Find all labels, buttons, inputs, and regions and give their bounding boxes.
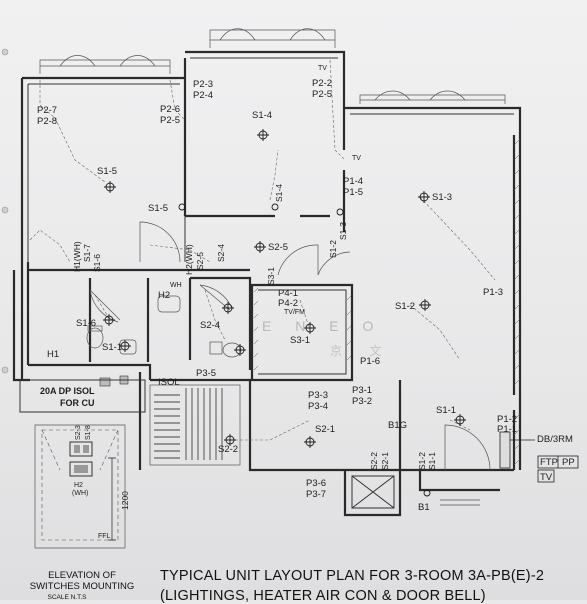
label-p1-2: P1-2 xyxy=(497,414,517,425)
label-s1-6b: S1-6 xyxy=(76,318,96,329)
label-20a-dp-isol: 20A DP ISOL xyxy=(40,386,95,396)
label-s1-1: S1-1 xyxy=(102,342,122,353)
windows xyxy=(39,28,506,104)
watermark-text: E N E O xyxy=(262,318,384,334)
label-p4-2: P4-2 xyxy=(278,298,298,309)
label-tvfm: TV/FM xyxy=(284,309,305,316)
label-b1: B1 xyxy=(418,502,430,513)
label-p2-2: P2-2 xyxy=(312,78,332,89)
elevation-caption-line1: ELEVATION OF xyxy=(48,570,116,581)
label-p3-1: P3-1 xyxy=(352,385,372,396)
label-p2-5: P2-5 xyxy=(160,115,180,126)
label-s2-4b: S2-4 xyxy=(200,320,220,331)
drawing-subtitle: (LIGHTINGS, HEATER AIR CON & DOOR BELL) xyxy=(160,588,486,604)
label-s2-5: S2-5 xyxy=(268,242,288,253)
label-s2-2b: S2-2 xyxy=(369,452,379,470)
label-pp: PP xyxy=(562,457,575,468)
label-p1-3: P1-3 xyxy=(483,287,503,298)
label-s1-7: S1-7 xyxy=(82,244,92,262)
label-s1-5b: S1-5 xyxy=(148,203,168,214)
label-p2-6: P2-6 xyxy=(160,104,180,115)
label-h2: H2 xyxy=(158,290,170,301)
label-p4-1: P4-1 xyxy=(278,288,298,299)
label-s2-5b: S2-5 xyxy=(195,252,205,270)
label-p2-3: P2-3 xyxy=(193,79,213,90)
drawing-title: TYPICAL UNIT LAYOUT PLAN FOR 3-ROOM 3A-P… xyxy=(160,568,545,584)
label-s3-1b: S3-1 xyxy=(290,335,310,346)
kitchen-counters xyxy=(19,375,241,466)
label-p1-5: P1-5 xyxy=(343,187,363,198)
label-p3-3: P3-3 xyxy=(308,390,328,401)
label-p2-8: P2-8 xyxy=(37,116,57,127)
label-p3-5: P3-5 xyxy=(196,368,216,379)
distribution-panels xyxy=(499,431,579,483)
elevation-labels: S2-3 S1-8 H2 (WH) 1200 FFL xyxy=(72,425,130,540)
label-tv-2: TV xyxy=(352,155,361,162)
label-elev-h2: H2 xyxy=(74,482,83,489)
label-db-3rm: DB/3RM xyxy=(537,434,573,445)
label-s1-2: S1-2 xyxy=(328,240,338,258)
label-ftp: FTP xyxy=(540,457,558,468)
light-points xyxy=(103,129,466,497)
label-p1-1: P1-1 xyxy=(497,424,517,435)
label-p3-6: P3-6 xyxy=(306,478,326,489)
label-s1-6: S1-6 xyxy=(92,254,102,272)
label-wh: WH xyxy=(170,282,182,289)
elevation-diagram xyxy=(34,424,126,549)
label-s1-2b: S1-2 xyxy=(395,301,415,312)
elevation-caption: ELEVATION OF SWITCHES MOUNTING xyxy=(12,570,152,592)
label-s1-4: S1-4 xyxy=(252,110,272,121)
label-s1-5: S1-5 xyxy=(97,166,117,177)
label-elev-s2-3: S2-3 xyxy=(75,425,82,440)
label-s2-1: S2-1 xyxy=(315,424,335,435)
label-elev-ffl: FFL xyxy=(98,533,111,540)
wall-hatching xyxy=(253,138,521,466)
label-p2-7: P2-7 xyxy=(37,105,57,116)
label-h2wh: H2(WH) xyxy=(184,244,194,275)
label-p2-4: P2-4 xyxy=(193,90,213,101)
label-tv-1: TV xyxy=(318,65,327,72)
label-p3-2: P3-2 xyxy=(352,396,372,407)
label-s1-1b: S1-1 xyxy=(436,405,456,416)
label-s3-1: S3-1 xyxy=(266,267,276,285)
sanitary-fixtures xyxy=(86,295,242,358)
label-h1wh: H1(WH) xyxy=(72,241,82,272)
label-isol: ISOL xyxy=(158,377,180,388)
label-s1-1c: S1-1 xyxy=(427,452,437,470)
label-h1: H1 xyxy=(47,349,59,360)
elevation-caption-line2: SWITCHES MOUNTING xyxy=(29,581,135,592)
label-s1-3: S1-3 xyxy=(432,192,452,203)
circuit-labels: P2-7 P2-8 P2-6 P2-5 P2-3 P2-4 P2-2 P2-5 … xyxy=(37,65,575,513)
binder-holes xyxy=(1,48,9,374)
label-elev-s1-8: S1-8 xyxy=(85,425,92,440)
label-for-cu: FOR CU xyxy=(60,398,95,408)
label-p3-7: P3-7 xyxy=(306,489,326,500)
label-p3-4: P3-4 xyxy=(308,401,328,412)
label-p2-5b: P2-5 xyxy=(312,89,332,100)
label-s2-2: S2-2 xyxy=(218,444,238,455)
label-s1-3b: S1-3 xyxy=(338,222,348,240)
label-s2-4: S2-4 xyxy=(216,244,226,262)
watermark-text-cjk: 京 文 xyxy=(330,344,394,358)
label-s2-1b: S2-1 xyxy=(380,452,390,470)
label-p1-6: P1-6 xyxy=(360,356,380,367)
label-tv-3: TV xyxy=(540,472,553,483)
label-elev-1200: 1200 xyxy=(120,491,130,510)
label-s1-4b: S1-4 xyxy=(274,184,284,202)
elevation-scale: SCALE N.T.S xyxy=(47,594,87,601)
label-b1g: B1G xyxy=(388,420,407,431)
label-p1-4: P1-4 xyxy=(343,176,363,187)
label-elev-wh: (WH) xyxy=(72,490,88,497)
label-s1-2c: S1-2 xyxy=(417,452,427,470)
